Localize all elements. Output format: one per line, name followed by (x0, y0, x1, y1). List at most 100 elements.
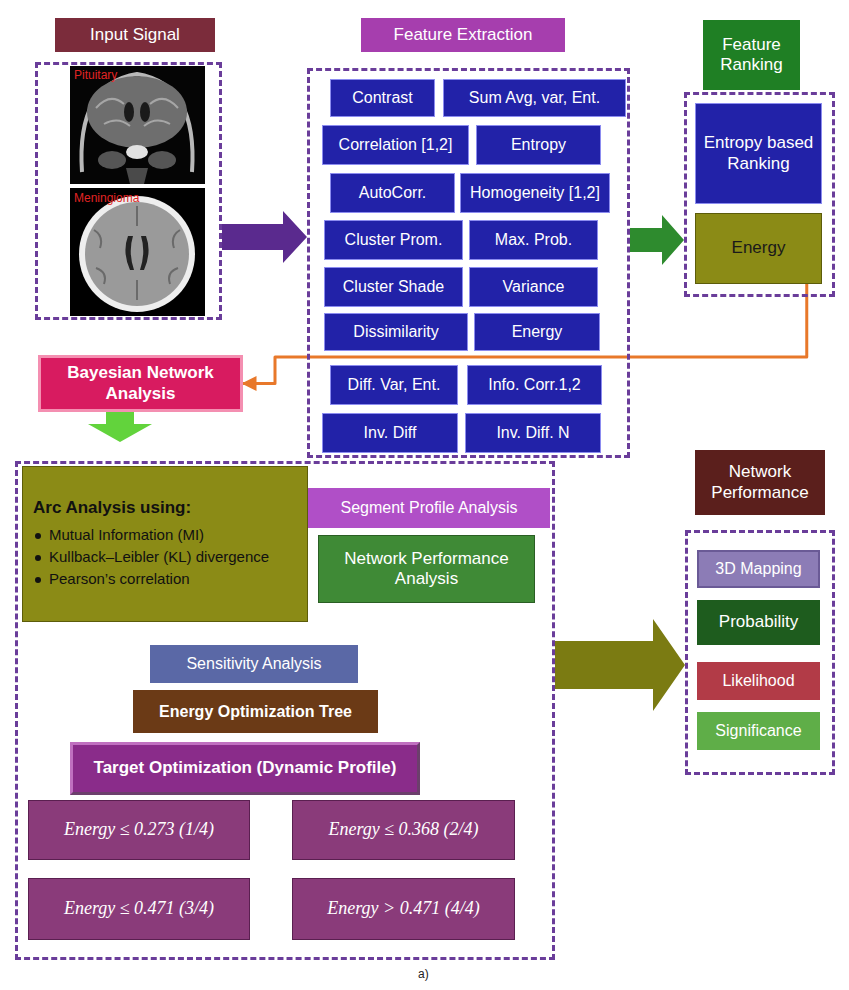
text-cell: Arc Analysis using: (33, 498, 191, 518)
text-cell: Sensitivity Analysis (186, 654, 321, 673)
text-cell: AutoCorr. (359, 183, 427, 202)
node-text: Energy ≤ 0.471 (3/4) (64, 898, 214, 918)
method-box: Arc Analysis using: Mutual Information (M… (22, 466, 308, 622)
analysis-box: Sensitivity Analysis (150, 645, 358, 683)
text-cell: Info. Corr.1,2 (488, 375, 581, 394)
node-text: Probability (719, 612, 798, 631)
ventricle (140, 102, 150, 122)
ranking-box: Energy (695, 213, 822, 284)
text-cell: Segment Profile Analysis (341, 498, 518, 517)
temporal-lobe (98, 151, 126, 169)
metric-box: Likelihood (697, 662, 820, 700)
feature-box: Inv. Diff. N (465, 413, 601, 453)
node-text: Cluster Shade (343, 278, 444, 295)
node-text: Correlation [1,2] (339, 136, 453, 153)
ranking-panel: Feature RankingEntropy based RankingEner… (684, 92, 835, 297)
text-cell: Entropy based Ranking (702, 133, 815, 174)
bayesian-panel: Bayesian Network AnalysisArc Analysis us… (15, 461, 555, 960)
text-cell: Energy (512, 322, 563, 341)
panel-heading: Feature Ranking (703, 20, 800, 90)
analysis-box: Energy Optimization Tree (133, 690, 378, 733)
text-cell: Network Performance (701, 462, 819, 503)
node-text: Kullback–Leibler (KL) divergence (49, 548, 269, 566)
node-text: Bayesian Network Analysis (67, 363, 213, 402)
text-cell: Max. Prob. (495, 230, 572, 249)
text-cell: Variance (503, 277, 565, 296)
node-text: Cluster Prom. (345, 231, 443, 248)
node-text: Sum Avg, var, Ent. (469, 89, 600, 106)
node-text: Network Performance Analysis (344, 549, 508, 588)
text-cell: Energy ≤ 0.368 (2/4) (328, 819, 478, 841)
text-cell: Energy ≤ 0.273 (1/4) (64, 819, 214, 841)
node-text: Variance (503, 278, 565, 295)
text-cell: Target Optimization (Dynamic Profile) (94, 758, 397, 778)
feature-box: AutoCorr. (330, 173, 455, 213)
text-cell: Inv. Diff (364, 423, 417, 442)
analysis-box: Segment Profile Analysis (308, 488, 550, 528)
bullet-dot (35, 577, 41, 583)
brain-tissue (87, 76, 187, 148)
node-text: Pearson’s correlation (49, 570, 190, 588)
block-arrow (222, 211, 307, 263)
ventricle (125, 236, 148, 270)
threshold-box: Energy ≤ 0.368 (2/4) (292, 800, 515, 860)
feature-box: Correlation [1,2] (322, 125, 469, 165)
text-cell: Mutual Information (MI) (33, 526, 204, 544)
node-text: Mutual Information (MI) (49, 526, 204, 544)
node-text: Sensitivity Analysis (186, 655, 321, 672)
input-panel: Input Signal (35, 62, 222, 320)
feature-box: Energy (474, 313, 600, 351)
image-label: Pituitary (74, 69, 117, 82)
text-cell: Significance (715, 721, 801, 740)
text-cell: Homogeneity [1,2] (470, 183, 600, 202)
feature-box: Dissimilarity (324, 313, 468, 351)
node-text: Homogeneity [1,2] (470, 184, 600, 201)
node-text: Contrast (352, 89, 412, 106)
node-text: Significance (715, 722, 801, 739)
block-arrow (555, 619, 685, 711)
node-text: Max. Prob. (495, 231, 572, 248)
node-text: Energy > 0.471 (4/4) (327, 898, 479, 918)
node-text: Network Performance (711, 462, 808, 501)
node-text: Energy Optimization Tree (159, 703, 352, 720)
metric-box: Significance (697, 712, 820, 750)
node-text: Energy ≤ 0.368 (2/4) (328, 819, 478, 839)
text-cell: Input Signal (90, 25, 180, 45)
metric-box: 3D Mapping (697, 550, 820, 588)
text-cell: Energy (732, 238, 786, 258)
skull-outline (81, 74, 192, 172)
gyri (96, 99, 178, 126)
node-text: Inv. Diff (364, 424, 417, 441)
text-cell: Network Performance Analysis (325, 549, 528, 590)
node-text: Inv. Diff. N (496, 424, 569, 441)
text-cell: Feature Ranking (709, 35, 794, 76)
figure-caption: a) (418, 968, 429, 981)
feature-box: Cluster Prom. (324, 220, 463, 260)
text-cell: Feature Extraction (394, 25, 533, 45)
text-cell: Sum Avg, var, Ent. (469, 88, 600, 107)
temporal-lobe (148, 151, 176, 169)
ct-image (70, 188, 205, 316)
threshold-box: Energy ≤ 0.471 (3/4) (28, 878, 250, 940)
text-cell: 3D Mapping (715, 559, 801, 578)
text-cell: Bayesian Network Analysis (47, 363, 234, 404)
feature-box: Entropy (476, 125, 601, 165)
node-text: 3D Mapping (715, 560, 801, 577)
text-cell: Contrast (352, 88, 412, 107)
node-text: Feature Ranking (720, 35, 782, 74)
feature-box: Contrast (330, 79, 435, 117)
feature-box: Max. Prob. (469, 220, 598, 260)
node-text: AutoCorr. (359, 184, 427, 201)
node-text: Dissimilarity (353, 323, 438, 340)
threshold-box: Energy ≤ 0.273 (1/4) (28, 800, 250, 860)
text-cell: Energy ≤ 0.471 (3/4) (64, 898, 214, 920)
text-cell: Dissimilarity (353, 322, 438, 341)
ventricle (124, 102, 134, 122)
node-text: Input Signal (90, 25, 180, 44)
brainstem (126, 168, 148, 184)
feature-box: Info. Corr.1,2 (467, 365, 602, 405)
node-text: Segment Profile Analysis (341, 499, 518, 516)
text-cell: Entropy (511, 135, 566, 154)
analysis-box: Network Performance Analysis (318, 535, 535, 603)
